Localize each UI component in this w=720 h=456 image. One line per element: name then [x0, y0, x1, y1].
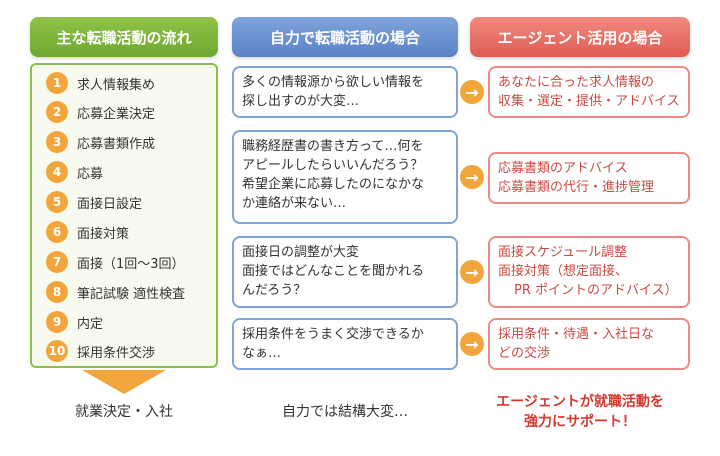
- case-line: 応募書類の代行・進捗管理: [498, 180, 655, 195]
- footer-flow: 就業決定・入社: [75, 404, 173, 420]
- step-number-badge: 3: [46, 131, 68, 153]
- step-number-badge: 4: [46, 161, 68, 183]
- case-line: 多くの情報源から欲しい情報を: [242, 75, 425, 90]
- step-label: 応募: [77, 166, 104, 182]
- arrow-right-icon: →: [460, 260, 484, 284]
- step-9: 9 内定: [46, 310, 103, 334]
- case-line: 面接スケジュール調整: [498, 245, 628, 260]
- step-label: 面接対策: [77, 226, 130, 242]
- step-label: 面接（1回〜3回）: [77, 256, 185, 272]
- step-8: 8 筆記試験 適性検査: [46, 280, 185, 304]
- step-3: 3 応募書類作成: [46, 130, 155, 154]
- footer-agent-line-1: エージェントが就職活動を: [496, 394, 664, 410]
- self-case-2: 職務経歴書の書き方って…何を アピールしたらいいんだろう？ 希望企業に応募したの…: [232, 130, 458, 224]
- step-5: 5 面接日設定: [46, 190, 142, 214]
- case-line: んだろう？: [242, 283, 307, 298]
- step-number-badge: 5: [46, 191, 68, 213]
- step-4: 4 応募: [46, 160, 103, 184]
- arrow-right-icon: →: [460, 165, 484, 189]
- case-line: 面接対策（想定面接、: [498, 264, 629, 279]
- step-label: 求人情報集め: [77, 77, 156, 93]
- step-label: 応募企業決定: [77, 106, 156, 122]
- case-line: 採用条件をうまく交渉できるか: [242, 327, 424, 342]
- step-number-badge: 7: [46, 251, 68, 273]
- step-label: 内定: [77, 316, 104, 332]
- case-line: 採用条件・待遇・入社日な: [498, 327, 655, 342]
- step-number-badge: 8: [46, 281, 68, 303]
- step-number-badge: 10: [46, 340, 68, 362]
- step-6: 6 面接対策: [46, 220, 129, 244]
- case-line: あなたに合った求人情報の: [498, 75, 655, 90]
- case-line: 希望企業に応募したのになかな: [242, 177, 425, 192]
- step-10: 10 採用条件交渉: [46, 339, 155, 363]
- case-line: PR ポイントのアドバイス）: [514, 283, 678, 298]
- step-number-badge: 1: [46, 72, 68, 94]
- step-label: 採用条件交渉: [77, 345, 156, 361]
- footer-self: 自力では結構大変…: [282, 404, 408, 420]
- footer-agent: エージェントが就職活動を 強力にサポート！: [470, 392, 690, 432]
- step-1: 1 求人情報集め: [46, 71, 155, 95]
- case-line: 面接ではどんなことを聞かれる: [242, 264, 425, 279]
- step-label: 筆記試験 適性検査: [77, 286, 186, 302]
- self-case-1: 多くの情報源から欲しい情報を 探し出すのが大変…: [232, 66, 458, 118]
- case-line: 応募書類のアドバイス: [498, 161, 628, 176]
- flow-steps-panel: 1 求人情報集め 2 応募企業決定 3 応募書類作成 4 応募 5 面接日設定 6 面接対策…: [30, 63, 218, 368]
- step-label: 面接日設定: [77, 196, 143, 212]
- step-2: 2 応募企業決定: [46, 100, 155, 124]
- header-flow: 主な転職活動の流れ: [30, 17, 218, 57]
- step-number-badge: 2: [46, 101, 68, 123]
- agent-case-2: 応募書類のアドバイス 応募書類の代行・進捗管理: [488, 152, 690, 204]
- step-number-badge: 6: [46, 221, 68, 243]
- case-line: どの交渉: [498, 346, 551, 361]
- case-line: 面接日の調整が大変: [242, 245, 360, 260]
- footer-agent-line-2: 強力にサポート！: [524, 414, 636, 430]
- agent-case-1: あなたに合った求人情報の 収集・選定・提供・アドバイス: [488, 66, 690, 118]
- step-number-badge: 9: [46, 311, 68, 333]
- agent-case-3: 面接スケジュール調整 面接対策（想定面接、 PR ポイントのアドバイス）: [488, 236, 690, 308]
- case-line: 探し出すのが大変…: [242, 94, 360, 109]
- case-line: 職務経歴書の書き方って…何を: [242, 139, 424, 154]
- header-agent: エージェント活用の場合: [470, 17, 690, 57]
- agent-case-4: 採用条件・待遇・入社日な どの交渉: [488, 318, 690, 370]
- step-7: 7 面接（1回〜3回）: [46, 250, 185, 274]
- step-label: 応募書類作成: [77, 136, 156, 152]
- case-line: なぁ…: [242, 346, 282, 361]
- self-case-3: 面接日の調整が大変 面接ではどんなことを聞かれる んだろう？: [232, 236, 458, 308]
- arrow-right-icon: →: [460, 80, 484, 104]
- header-self: 自力で転職活動の場合: [232, 17, 458, 57]
- arrow-right-icon: →: [460, 332, 484, 356]
- case-line: か連絡が来ない…: [242, 196, 347, 211]
- case-line: 収集・選定・提供・アドバイス: [498, 94, 680, 109]
- down-arrow-icon: [82, 370, 166, 394]
- case-line: アピールしたらいいんだろう？: [242, 158, 424, 173]
- self-case-4: 採用条件をうまく交渉できるか なぁ…: [232, 318, 458, 370]
